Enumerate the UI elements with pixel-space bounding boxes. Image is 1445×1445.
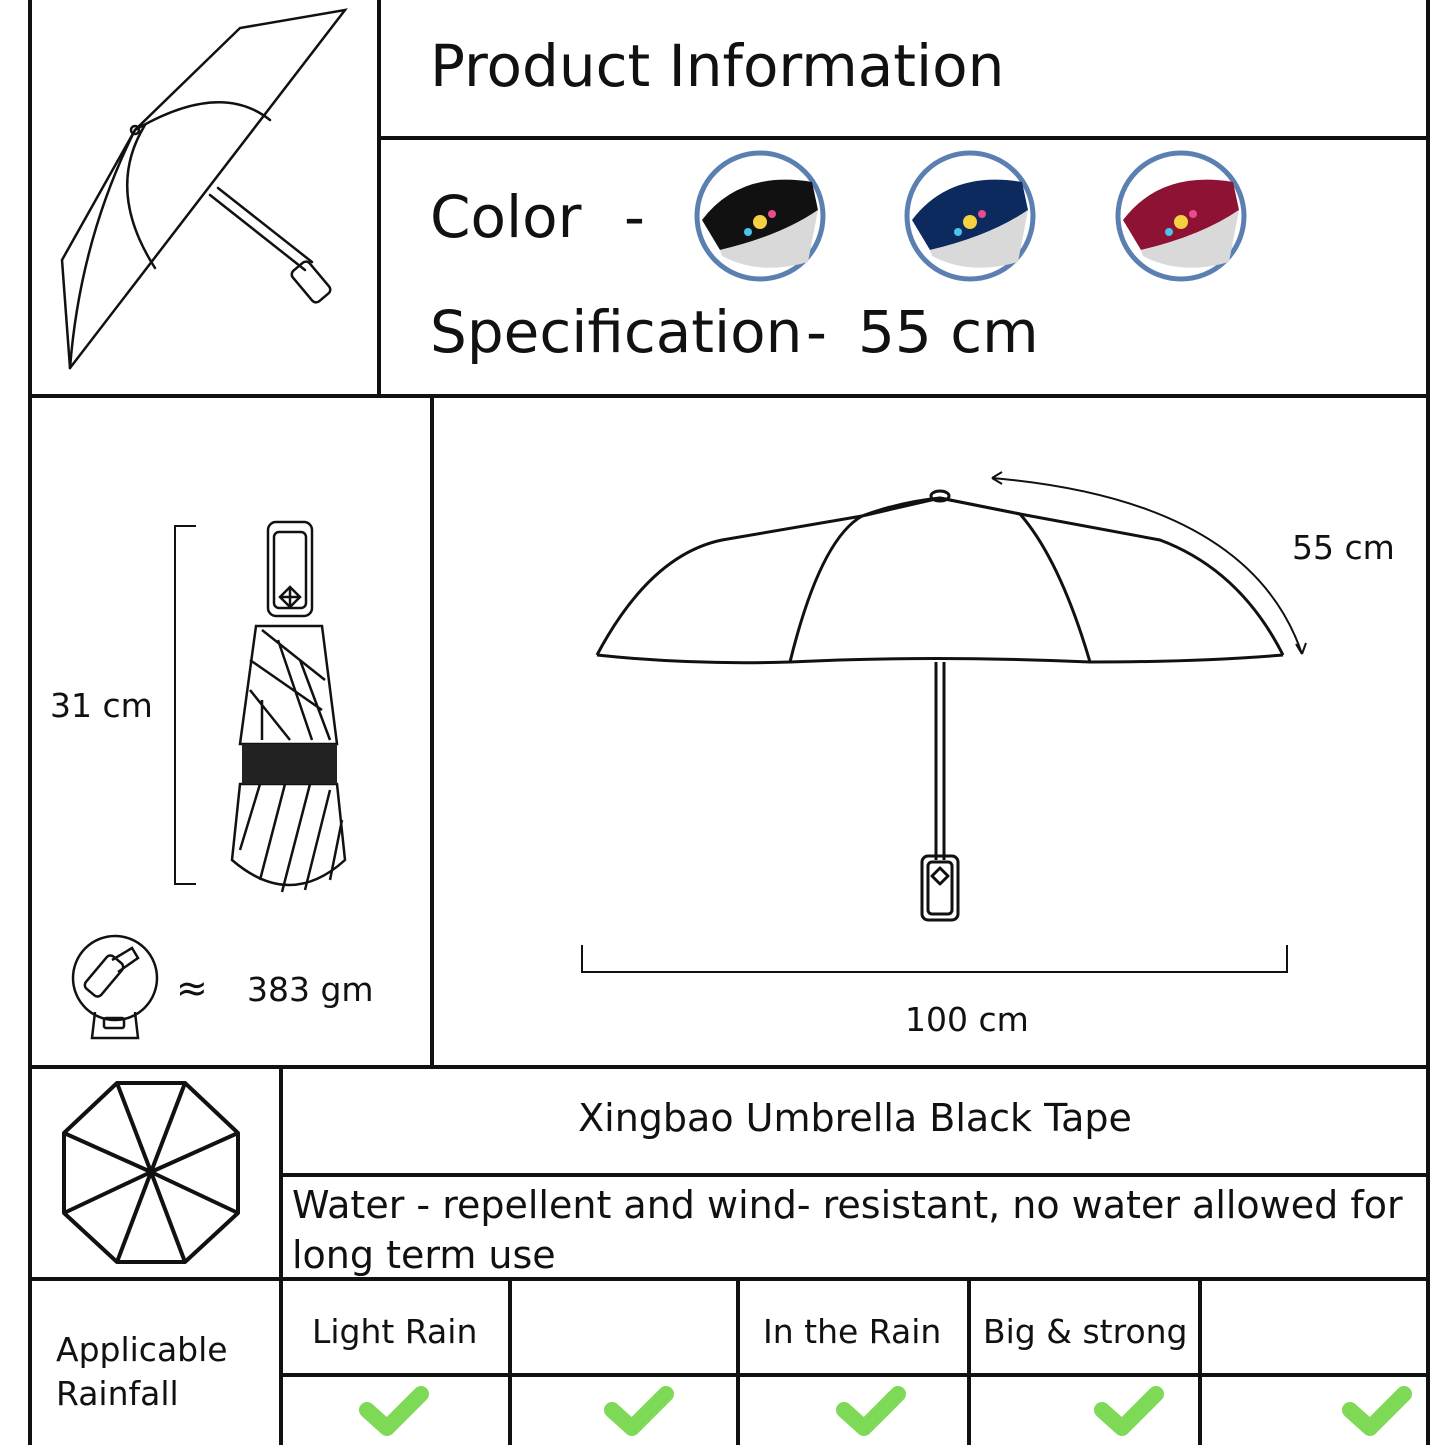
folded-length-label: 31 cm	[50, 686, 153, 725]
check-icon	[359, 1386, 429, 1436]
rib-length-arrow	[991, 471, 1307, 655]
color-swatch-navy[interactable]	[904, 150, 1036, 282]
check-icon	[836, 1386, 906, 1436]
black-tape-band	[242, 744, 337, 784]
applicable-rainfall-label: Applicable Rainfall	[56, 1330, 228, 1413]
rain-column-4: Big & strong	[983, 1312, 1188, 1351]
color-dash: -	[624, 183, 645, 251]
page-title: Product Information	[430, 32, 1005, 100]
product-name: Xingbao Umbrella Black Tape	[578, 1096, 1132, 1140]
diameter-label: 100 cm	[905, 1000, 1029, 1039]
umbrella-side-sketch-icon	[60, 8, 348, 370]
rain-column-3: In the Rain	[763, 1312, 942, 1351]
diameter-bracket	[581, 945, 1288, 973]
check-icon	[604, 1386, 674, 1436]
scale-weight-icon	[71, 934, 159, 1040]
specification-dash: -	[806, 298, 827, 366]
color-swatch-black[interactable]	[694, 150, 826, 282]
specification-label: Specification	[430, 298, 803, 366]
rainfall-checks	[359, 1386, 1412, 1436]
rib-length-label: 55 cm	[1292, 528, 1395, 567]
open-umbrella-icon	[595, 489, 1285, 922]
specification-value: 55 cm	[858, 298, 1039, 366]
weight-label: 383 gm	[247, 970, 374, 1009]
umbrella-top-view-icon	[62, 1081, 240, 1264]
table-grid	[28, 0, 1430, 1445]
rain-column-1: Light Rain	[312, 1312, 478, 1351]
product-description: Water - repellent and wind- resistant, n…	[292, 1183, 1403, 1277]
approx-symbol: ≈	[176, 966, 208, 1010]
check-icon	[1094, 1386, 1164, 1436]
color-swatch-red[interactable]	[1115, 150, 1247, 282]
folded-umbrella-icon	[230, 520, 347, 893]
color-label: Color	[430, 183, 582, 251]
check-icon	[1342, 1386, 1412, 1436]
folded-length-bracket	[174, 525, 196, 885]
